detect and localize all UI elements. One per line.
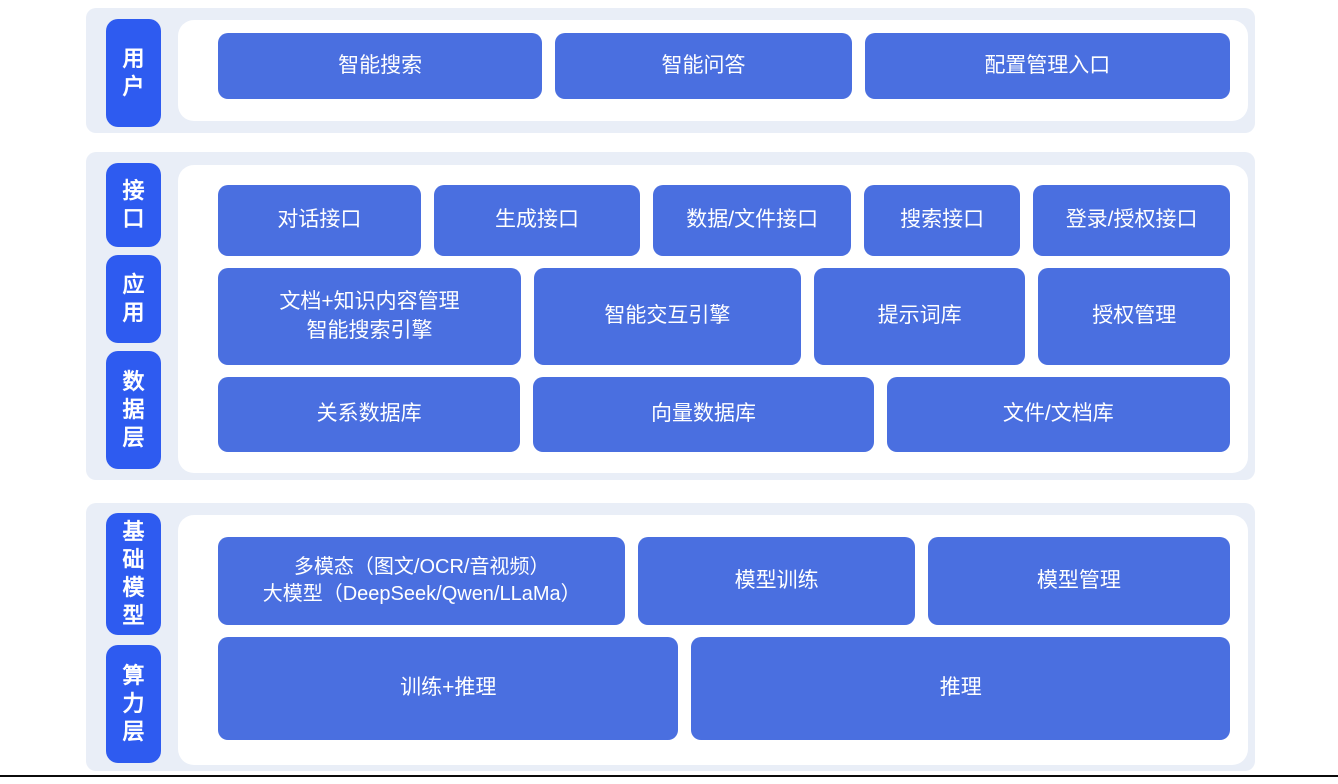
bottom-divider-line — [0, 775, 1338, 777]
row-user-entries: 智能搜索 智能问答 配置管理入口 — [218, 33, 1230, 99]
box-model-training: 模型训练 — [638, 537, 915, 625]
box-label: 授权管理 — [1092, 304, 1177, 328]
layer-label-interface: 接 口 — [106, 163, 161, 247]
layer-label-data-text: 数 据 层 — [122, 368, 145, 451]
box-label: 配置管理入口 — [984, 53, 1111, 77]
box-label: 智能搜索 — [338, 53, 423, 77]
layer-label-compute: 算 力 层 — [106, 645, 161, 763]
box-inference: 推理 — [691, 637, 1230, 740]
layer-label-user-text: 用 户 — [122, 45, 145, 99]
box-label: 智能交互引擎 — [604, 304, 731, 328]
box-authorization-management: 授权管理 — [1038, 267, 1231, 366]
box-label: 模型管理 — [1036, 568, 1121, 592]
box-label: 关系数据库 — [316, 402, 422, 426]
box-label: 登录/授权接口 — [1065, 208, 1198, 232]
panel-user-layer: 智能搜索 智能问答 配置管理入口 — [178, 20, 1248, 121]
box-label: 智能问答 — [661, 53, 746, 77]
box-multimodal-large-model: 多模态（图文/OCR/音视频） 大模型（DeepSeek/Qwen/LLaMa） — [218, 537, 626, 625]
row-data-stores: 关系数据库 向量数据库 文件/文档库 — [218, 377, 1230, 452]
box-label: 多模态（图文/OCR/音视频） 大模型（DeepSeek/Qwen/LLaMa） — [262, 556, 581, 605]
box-label: 数据/文件接口 — [686, 208, 819, 232]
layer-label-foundation-model-text: 基 础 模 型 — [122, 518, 145, 629]
box-label: 推理 — [939, 676, 982, 700]
layer-label-compute-text: 算 力 层 — [122, 662, 145, 745]
box-relational-database: 关系数据库 — [218, 377, 521, 452]
box-vector-database: 向量数据库 — [533, 377, 874, 452]
layer-label-foundation-model: 基 础 模 型 — [106, 513, 161, 635]
layer-label-application-text: 应 用 — [122, 271, 145, 325]
band-interface-application-data: 接 口 应 用 数 据 层 对话接口 生成接口 数据/文件接口 搜索接口 登录/… — [86, 152, 1255, 480]
band-foundation-compute: 基 础 模 型 算 力 层 多模态（图文/OCR/音视频） 大模型（DeepSe… — [86, 503, 1255, 771]
band-user-layer: 用 户 智能搜索 智能问答 配置管理入口 — [86, 8, 1255, 133]
box-label: 文件/文档库 — [1002, 402, 1114, 426]
box-doc-knowledge-search-engine: 文档+知识内容管理 智能搜索引擎 — [218, 267, 521, 366]
box-label: 训练+推理 — [400, 676, 497, 700]
layer-label-user: 用 户 — [106, 19, 161, 127]
layer-label-interface-text: 接 口 — [122, 177, 145, 231]
box-config-management-entry: 配置管理入口 — [864, 33, 1230, 99]
box-label: 文档+知识内容管理 智能搜索引擎 — [279, 290, 460, 342]
box-data-file-api: 数据/文件接口 — [653, 185, 852, 256]
box-label: 向量数据库 — [650, 402, 756, 426]
layer-label-data: 数 据 层 — [106, 351, 161, 469]
box-model-management: 模型管理 — [927, 537, 1230, 625]
box-label: 提示词库 — [877, 304, 962, 328]
box-label: 对话接口 — [277, 208, 362, 232]
box-label: 生成接口 — [494, 208, 579, 232]
row-interfaces: 对话接口 生成接口 数据/文件接口 搜索接口 登录/授权接口 — [218, 185, 1230, 256]
box-label: 模型训练 — [734, 568, 819, 592]
panel-foundation-compute: 多模态（图文/OCR/音视频） 大模型（DeepSeek/Qwen/LLaMa）… — [178, 515, 1248, 765]
box-login-auth-api: 登录/授权接口 — [1033, 185, 1230, 256]
box-generation-api: 生成接口 — [433, 185, 641, 256]
box-label: 搜索接口 — [900, 208, 985, 232]
box-prompt-library: 提示词库 — [813, 267, 1026, 366]
box-intelligent-interaction-engine: 智能交互引擎 — [533, 267, 801, 366]
box-dialog-api: 对话接口 — [218, 185, 421, 256]
row-foundation-models: 多模态（图文/OCR/音视频） 大模型（DeepSeek/Qwen/LLaMa）… — [218, 537, 1230, 625]
box-training-plus-inference: 训练+推理 — [218, 637, 679, 740]
box-file-document-store: 文件/文档库 — [886, 377, 1230, 452]
layer-label-application: 应 用 — [106, 255, 161, 343]
box-intelligent-qa: 智能问答 — [555, 33, 852, 99]
box-search-api: 搜索接口 — [864, 185, 1021, 256]
row-applications: 文档+知识内容管理 智能搜索引擎 智能交互引擎 提示词库 授权管理 — [218, 267, 1231, 366]
panel-interface-application-data: 对话接口 生成接口 数据/文件接口 搜索接口 登录/授权接口 文档+知识内容管理… — [178, 165, 1248, 473]
row-compute: 训练+推理 推理 — [218, 637, 1230, 740]
box-intelligent-search: 智能搜索 — [218, 33, 543, 99]
